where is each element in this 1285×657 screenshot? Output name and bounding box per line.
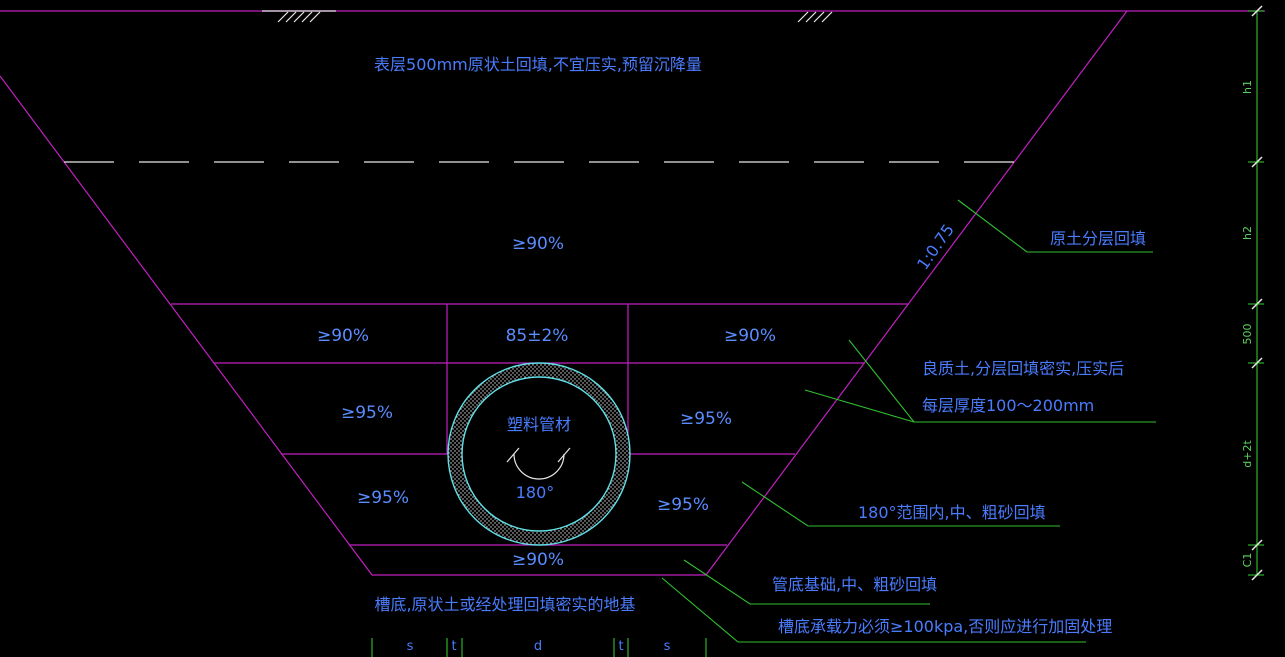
soil-hatch-right (797, 11, 833, 23)
zone-mid-right: ≥95% (680, 409, 732, 429)
dim-bottom-s-left: s (407, 639, 414, 654)
zone-low-left: ≥95% (357, 488, 409, 508)
dim-c1: C1 (1241, 553, 1254, 568)
dim-d-plus-2t: d+2t (1241, 440, 1254, 468)
dim-500: 500 (1241, 324, 1254, 345)
surface-note: 表层500mm原状土回填,不宜压实,预留沉降量 (374, 55, 702, 74)
leader-bearing (661, 577, 1086, 643)
zone-top-left: ≥90% (317, 326, 369, 346)
leader-original-soil (957, 199, 1153, 253)
angle-tick-right (557, 447, 571, 463)
callout-pipe-base: 管底基础,中、粗砂回填 (772, 575, 937, 594)
zone-upper: ≥90% (512, 234, 564, 254)
dim-bottom-t-right: t (618, 639, 623, 654)
dim-bottom-t-left: t (451, 639, 456, 654)
zone-mid-left: ≥95% (341, 403, 393, 423)
pipe-bore (461, 376, 617, 532)
soil-hatch-left (277, 11, 321, 23)
angle-arc (513, 453, 565, 480)
leader-quality-soil-b (804, 389, 915, 423)
leader-pipe-base (683, 559, 930, 605)
pipe-angle-label: 180° (516, 483, 555, 502)
dim-h2: h2 (1241, 226, 1254, 240)
callout-bearing: 槽底承载力必须≥100kpa,否则应进行加固处理 (778, 617, 1112, 636)
trench-outline (0, 10, 1128, 576)
leader-sand (741, 481, 1060, 527)
dim-bottom-s-right: s (664, 639, 671, 654)
zone-low-right: ≥95% (657, 495, 709, 515)
trench-bottom-note: 槽底,原状土或经处理回填密实的地基 (374, 595, 635, 614)
dim-h1: h1 (1241, 80, 1254, 94)
zone-top-right: ≥90% (724, 326, 776, 346)
callout-quality-soil-2: 每层厚度100～200mm (922, 396, 1094, 415)
pipe-label: 塑料管材 (507, 415, 571, 434)
callout-quality-soil-1: 良质土,分层回填密实,压实后 (922, 359, 1124, 378)
zone-bedding: ≥90% (512, 550, 564, 570)
angle-tick-left (506, 447, 520, 463)
dim-bottom-d: d (534, 639, 542, 654)
right-dimension-chain (1248, 5, 1264, 581)
zone-top-center: 85±2% (506, 326, 569, 346)
callout-sand-180: 180°范围内,中、粗砂回填 (858, 503, 1046, 522)
bottom-dimension-ticks (371, 638, 707, 657)
callout-original-soil: 原土分层回填 (1050, 229, 1146, 248)
